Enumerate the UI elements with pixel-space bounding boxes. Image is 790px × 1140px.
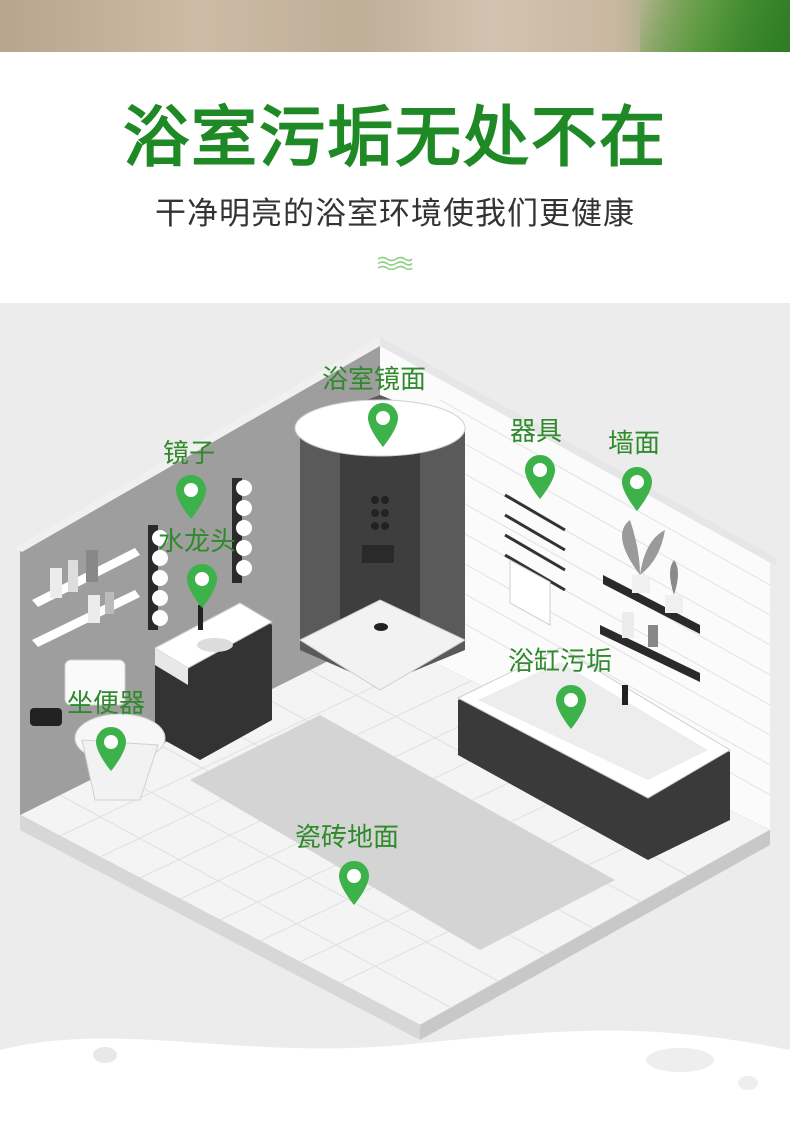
hotspot-label-toilet: 坐便器 [67, 689, 146, 719]
map-pin-icon[interactable] [525, 455, 555, 499]
map-pin-icon[interactable] [339, 861, 369, 905]
hotspot-label-floor: 瓷砖地面 [295, 823, 400, 853]
wave-divider-icon [377, 256, 413, 270]
hotspot-label-bathtub: 浴缸污垢 [508, 647, 613, 677]
map-pin-icon[interactable] [187, 564, 217, 608]
hotspot-label-faucet: 水龙头 [158, 527, 237, 557]
leaf-decoration [640, 0, 790, 52]
map-pin-icon[interactable] [622, 467, 652, 511]
map-pin-icon[interactable] [176, 475, 206, 519]
hotspot-label-mirror: 镜子 [163, 439, 216, 469]
page-title: 浴室污垢无处不在 [123, 99, 667, 176]
hotspot-label-wall: 墙面 [608, 429, 661, 459]
hotspot-label-shower-mirror: 浴室镜面 [322, 365, 427, 395]
top-banner-image [0, 0, 790, 52]
map-pin-icon[interactable] [368, 403, 398, 447]
bathroom-illustration: 浴室镜面 镜子 水龙头 器具 墙面 浴缸污垢 坐便器 瓷砖地面 [0, 303, 790, 1140]
hotspot-label-fixtures: 器具 [510, 417, 563, 447]
map-pin-icon[interactable] [556, 685, 586, 729]
page-subtitle: 干净明亮的浴室环境使我们更健康 [155, 196, 635, 232]
map-pin-icon[interactable] [96, 727, 126, 771]
